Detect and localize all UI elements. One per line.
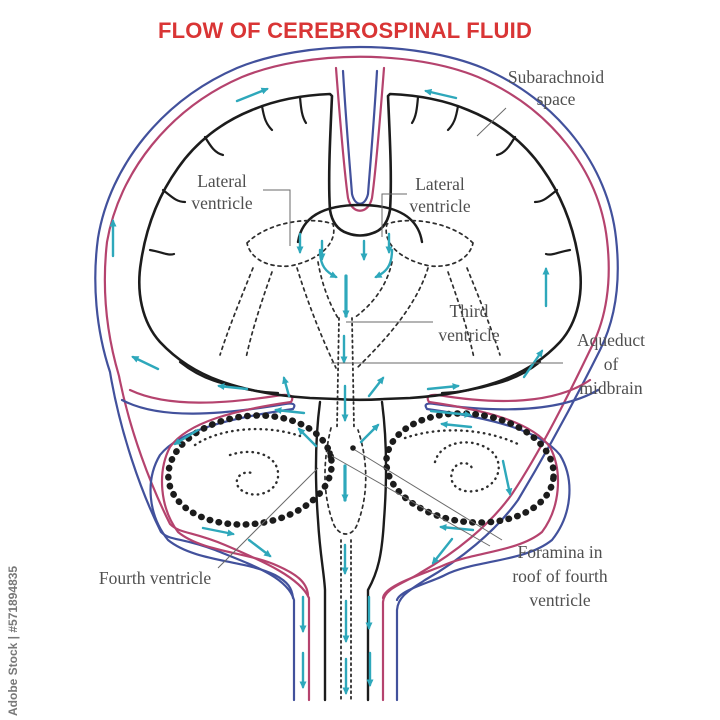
- tentorium-right: [381, 378, 600, 602]
- label-aqueduct-line1: Aqueduct: [577, 330, 645, 350]
- label-fourth-ventricle: Fourth ventricle: [99, 568, 211, 588]
- skull-outer-lining: [94, 45, 619, 702]
- label-third-ventricle-line1: Third: [450, 301, 489, 321]
- stock-watermark: Adobe Stock | #571894835: [6, 566, 20, 716]
- tentorium-left: [120, 388, 310, 600]
- label-subarachnoid-space-line2: space: [537, 89, 576, 109]
- label-foramina-line1: Foramina in: [517, 542, 602, 562]
- label-lateral-ventricle-right-line1: Lateral: [415, 174, 465, 194]
- sulci: [148, 95, 572, 395]
- labels: Subarachnoid space Lateral ventricle Lat…: [99, 67, 645, 610]
- csf-flow-arrows: [109, 87, 550, 695]
- cerebrum-outline: [138, 92, 582, 402]
- falx-lining: [334, 66, 386, 212]
- label-aqueduct-line2: of: [604, 354, 619, 374]
- cerebellum-left: [165, 412, 335, 528]
- label-aqueduct-line3: midbrain: [579, 378, 642, 398]
- label-lateral-ventricle-left-line2: ventricle: [191, 193, 252, 213]
- arachnoid-inner-lining: [103, 55, 610, 702]
- label-lateral-ventricle-right-line2: ventricle: [409, 196, 470, 216]
- label-subarachnoid-space-line1: Subarachnoid: [508, 67, 604, 87]
- label-third-ventricle-line2: ventricle: [438, 325, 499, 345]
- label-foramina-line3: ventricle: [529, 590, 590, 610]
- label-foramina-line2: roof of fourth: [512, 566, 608, 586]
- label-lateral-ventricle-left-line1: Lateral: [197, 171, 247, 191]
- diagram-title: FLOW OF CEREBROSPINAL FLUID: [158, 18, 532, 43]
- cerebellum-right: [383, 410, 557, 526]
- label-leader-lines: [217, 107, 563, 569]
- foramina-dots: [327, 445, 356, 456]
- ventricle-system: [219, 219, 501, 701]
